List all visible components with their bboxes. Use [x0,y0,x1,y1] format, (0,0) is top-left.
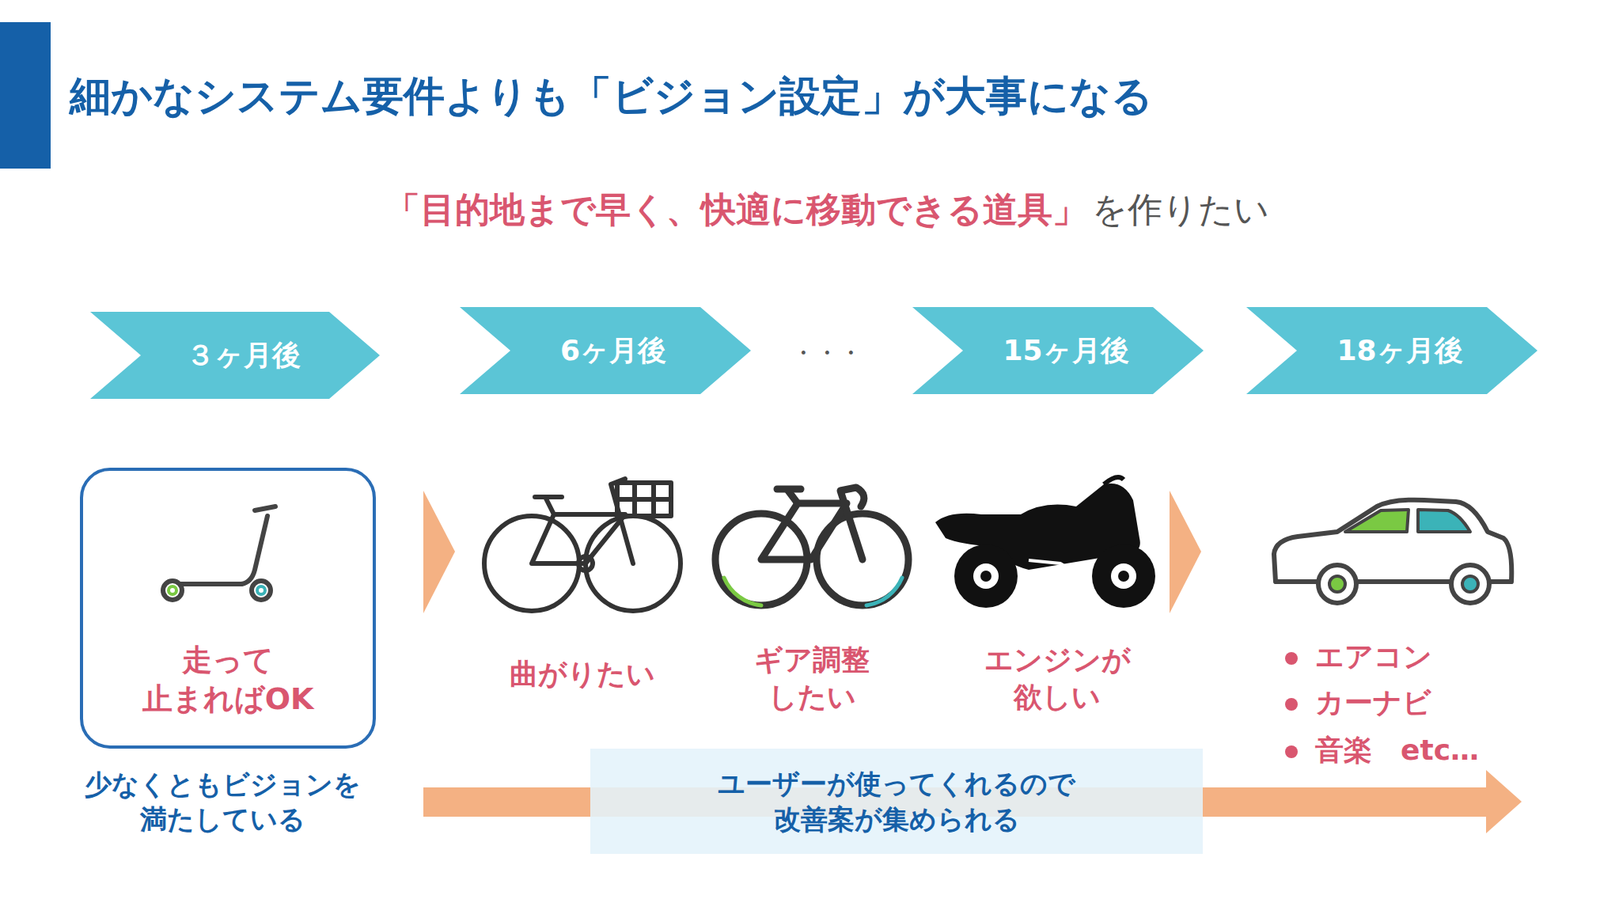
title: 細かなシステム要件よりも「ビジョン設定」が大事になる [69,68,1153,125]
feature-item: 音楽 etc… [1315,731,1479,770]
need-label: ギア調整 したい [754,641,870,717]
period-label: 18ヶ月後 [1336,332,1463,370]
period-label: 6ヶ月後 [560,332,667,370]
road-bike-icon [715,487,909,606]
timeline-chevron: ３ヶ月後 [90,311,380,399]
chevron-fill [912,307,1204,395]
chevron-fill [459,307,751,395]
band-text: ユーザーが使ってくれるので 改善案が集められる [717,765,1076,836]
motorcycle-icon [935,477,1156,608]
car-icon [1273,500,1512,603]
vision-suffix: を作りたい [1091,186,1270,232]
chevron-fill [1246,307,1538,395]
title-bar [0,22,51,169]
ellipsis: ・・・ [791,337,863,368]
feedback-band: ユーザーが使ってくれるので 改善案が集められる [590,748,1203,854]
bullet [1285,745,1298,759]
vision-box: 走って 止まればOK [79,467,376,749]
timeline-chevron: 18ヶ月後 [1246,307,1538,395]
feature-item: エアコン [1315,638,1433,676]
bullet [1285,697,1298,711]
city-bicycle-icon [484,478,681,611]
vision-note: 少なくともビジョンを 満たしている [84,766,361,837]
timeline-chevron: 15ヶ月後 [912,307,1204,395]
vision-text: 走って 止まればOK [142,640,315,720]
bullet [1285,652,1298,665]
step-triangle [1169,490,1202,614]
step-triangle [423,490,455,614]
period-label: ３ヶ月後 [185,337,301,375]
scooter-icon [163,506,276,600]
timeline-chevron: 6ヶ月後 [459,307,751,395]
chevron-fill [90,311,380,399]
progress-arrowhead [1486,769,1522,834]
need-label: エンジンが 欲しい [984,641,1131,717]
feature-item: カーナビ [1315,684,1432,722]
need-label: 曲がりたい [509,655,656,694]
vision-statement: 「目的地まで早く、快適に移動できる道具」 [385,186,1088,232]
period-label: 15ヶ月後 [1002,332,1129,370]
